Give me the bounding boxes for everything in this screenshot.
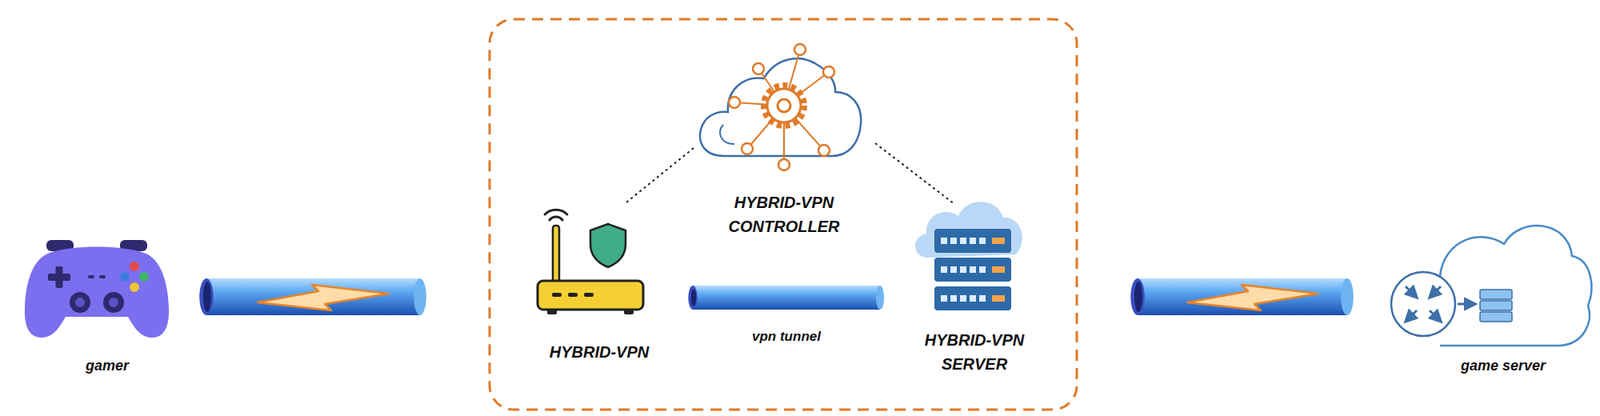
pipe-opening xyxy=(688,285,697,310)
pipe-opening xyxy=(1134,281,1143,312)
device-node: HYBRID-VPN CONTROLLER xyxy=(693,44,876,244)
device-node: HYBRID-VPN SERVER xyxy=(880,204,1138,387)
node-label: HYBRID-VPN CONTROLLER xyxy=(704,190,864,239)
pipe-end xyxy=(876,285,884,310)
node-label: HYBRID-VPN xyxy=(549,340,649,364)
game-server-icon xyxy=(1391,225,1592,346)
gamepad-icon xyxy=(24,240,169,338)
pipe-opening xyxy=(691,288,697,307)
overlay-layer xyxy=(257,284,1319,311)
controller-cloud-icon xyxy=(700,44,861,171)
dotted-line xyxy=(875,143,955,204)
control-link xyxy=(626,148,694,203)
connector-layer xyxy=(199,143,1354,316)
pipe-body xyxy=(206,278,420,316)
pipe-body xyxy=(692,285,880,310)
device-node: game server xyxy=(1347,224,1597,384)
server-icon xyxy=(915,201,1023,311)
pipe-opening xyxy=(203,281,212,312)
illustration-layer xyxy=(24,19,1592,410)
pipe-connector xyxy=(688,285,884,310)
device-node: HYBRID-VPN xyxy=(420,202,693,371)
edge-label: vpn tunnel xyxy=(748,328,824,346)
lightning-symbol xyxy=(257,284,389,311)
node-label: HYBRID-VPN SERVER xyxy=(894,328,1055,376)
pipe-body xyxy=(1137,278,1348,316)
node-label: gamer xyxy=(85,355,129,377)
pipe-connector xyxy=(199,278,427,316)
router-icon xyxy=(537,209,644,315)
dotted-line xyxy=(626,148,694,203)
lightning-symbol xyxy=(1187,284,1319,311)
pipe-connector xyxy=(1130,278,1354,316)
pipe-end xyxy=(413,278,427,316)
device-node: gamer xyxy=(12,232,207,384)
pipe-opening xyxy=(199,278,213,316)
control-link xyxy=(875,143,955,204)
node-label: game server xyxy=(1460,355,1546,377)
pipe-end xyxy=(1340,278,1354,316)
pipe-opening xyxy=(1130,278,1144,316)
region-outline xyxy=(489,19,1077,410)
